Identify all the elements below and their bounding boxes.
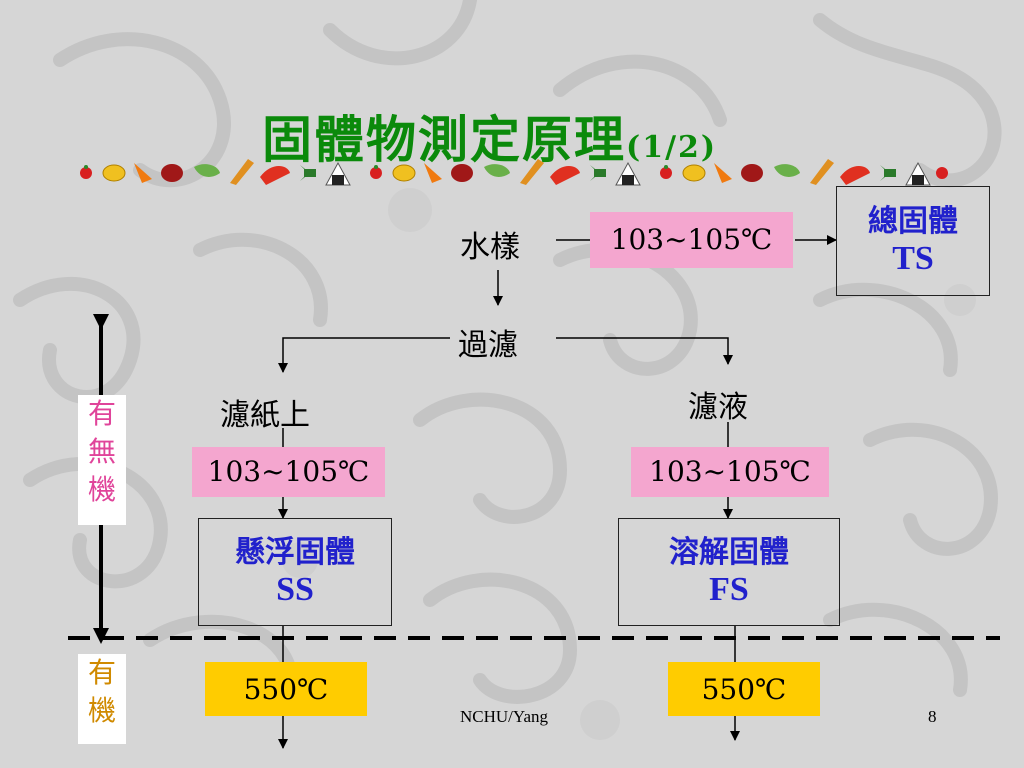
ignite-box-left: 550℃	[205, 662, 367, 716]
label-filter: 過濾	[458, 328, 518, 363]
temp-box-right: 103~105℃	[631, 447, 829, 497]
slide-title: 固體物測定原理(1/2)	[262, 100, 717, 172]
result-box-ts: 總固體 TS	[836, 186, 990, 296]
side-label-inorganic-char-3: 機	[87, 473, 116, 506]
ts-abbreviation: TS	[892, 240, 934, 278]
title-suffix: (1/2)	[626, 130, 718, 165]
title-main: 固體物測定原理	[262, 110, 626, 169]
arrow-filter-to-filtrate	[556, 337, 733, 365]
temp-box-total-text: 103~105℃	[610, 223, 773, 256]
temp-box-left-text: 103~105℃	[207, 455, 370, 488]
fs-chinese-label: 溶解固體	[669, 535, 789, 571]
ignite-box-left-text: 550℃	[243, 672, 329, 706]
ts-chinese-label: 總固體	[868, 204, 958, 240]
food-icon-strip	[80, 159, 948, 186]
side-label-organic: 有 機	[78, 654, 126, 744]
label-sample: 水樣	[460, 230, 520, 265]
temp-box-left: 103~105℃	[192, 447, 385, 497]
side-label-inorganic: 有 無 機	[78, 395, 126, 525]
footer-author: NCHU/Yang	[460, 707, 549, 726]
arrow-filter-to-paper	[278, 337, 450, 373]
ss-chinese-label: 懸浮固體	[235, 535, 355, 571]
side-label-inorganic-char-1: 有	[87, 397, 116, 430]
result-box-fs: 溶解固體 FS	[618, 518, 840, 626]
side-label-organic-char-1: 有	[87, 656, 116, 689]
temp-box-right-text: 103~105℃	[649, 455, 811, 488]
label-on-filter-paper: 濾紙上	[220, 398, 310, 433]
label-filtrate: 濾液	[688, 390, 748, 425]
ignite-box-right: 550℃	[668, 662, 820, 716]
result-box-ss: 懸浮固體 SS	[198, 518, 392, 626]
footer-page-number: 8	[928, 707, 937, 726]
temp-box-total: 103~105℃	[590, 212, 793, 268]
side-label-organic-char-2: 機	[87, 694, 116, 727]
ss-abbreviation: SS	[276, 571, 314, 609]
side-label-inorganic-char-2: 無	[87, 435, 116, 468]
food-icons-group	[80, 159, 948, 186]
ignite-box-right-text: 550℃	[701, 672, 787, 706]
fs-abbreviation: FS	[709, 571, 749, 609]
